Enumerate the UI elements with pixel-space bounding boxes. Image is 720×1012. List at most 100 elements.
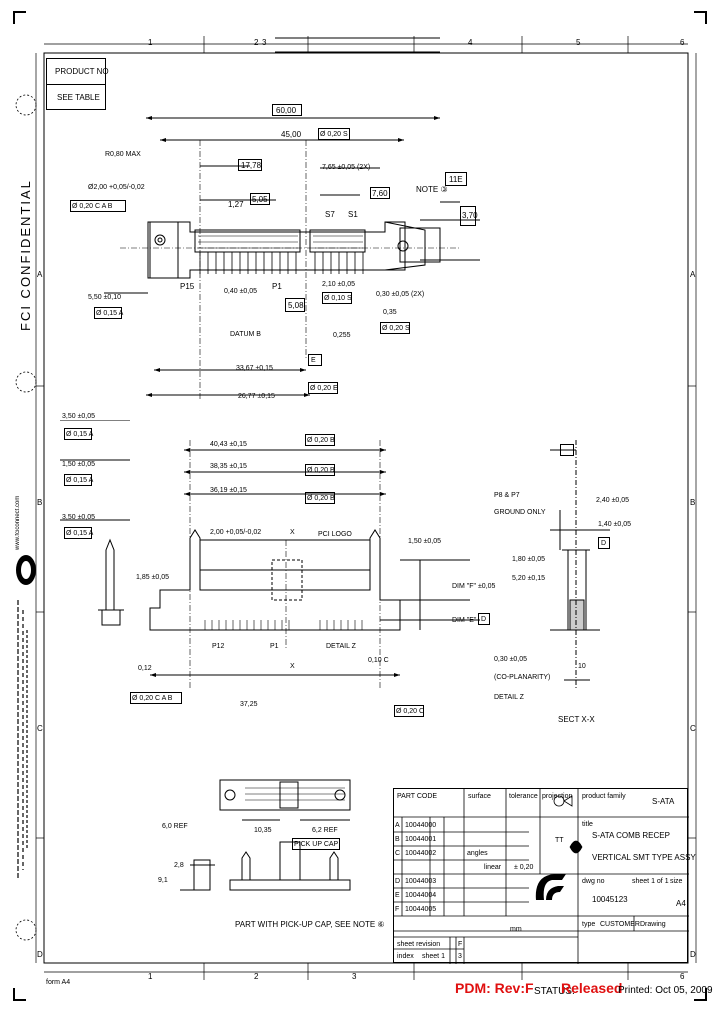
pickup-cap-box (292, 838, 340, 850)
row-label-c: C (37, 724, 43, 733)
dim-pos-020s-b: Ø 0,20 S (382, 325, 410, 332)
dim-550: 5,50 ±0,10 (88, 294, 122, 301)
row-label-right-a: A (690, 270, 696, 279)
dim-f: DIM "F" ±0,05 (452, 583, 496, 590)
fci-side-logo (16, 555, 36, 585)
row-b-code: 10044001 (405, 836, 437, 843)
row-c-id: C (395, 850, 401, 857)
col-label-5: 5 (576, 38, 581, 47)
dim-pos-020b-3: Ø 0,20 B (307, 495, 335, 502)
dim-pos-020e: Ø 0,20 E (310, 385, 338, 392)
datum-d-box (478, 613, 490, 625)
dim-box-top-total (272, 104, 302, 116)
dim-3367: 33,67 ±0,15 (236, 365, 273, 372)
ground-only-label: GROUND ONLY (494, 509, 546, 516)
section-view-drawing (550, 440, 610, 690)
dim-4043: 40,43 ±0,15 (210, 441, 247, 448)
index-label: index (397, 953, 414, 960)
fcf-f8 (394, 705, 424, 717)
dim-28: 2,8 (174, 862, 184, 869)
type-label: type (582, 921, 596, 928)
dim-150-front: 1,50 ±0,05 (408, 538, 442, 545)
fci-title-logo (535, 874, 566, 900)
section-x-bottom: X (290, 663, 295, 670)
see-table-label: SEE TABLE (57, 93, 100, 102)
dim-350-b: 3,50 ±0,05 (62, 514, 96, 521)
fcf-frame-4 (94, 307, 122, 319)
legal-notice-lines (17, 600, 28, 880)
sheet-row: sheet 1 (422, 953, 445, 960)
angles-label: angles (467, 850, 488, 857)
dim-45: 45,00 (281, 130, 302, 139)
hdr-part-code: PART CODE (397, 793, 438, 800)
col-label-1: 1 (148, 38, 153, 47)
fcf-f4 (64, 428, 92, 440)
title-label: title (582, 821, 593, 828)
drawing-label: Drawing (640, 921, 666, 928)
linear-value: ± 0,20 (514, 864, 534, 871)
label-p15: P15 (180, 282, 195, 291)
row-label-right-c: C (690, 724, 696, 733)
fcf-frame-1 (318, 128, 350, 140)
title-block: PART CODE surface tolerance projection p… (393, 788, 696, 964)
fcf-frame-2 (70, 200, 126, 212)
row-label-right-b: B (690, 498, 696, 507)
status-value: Released (561, 980, 623, 996)
rev-letter: F (458, 941, 463, 948)
row-label-b: B (37, 498, 43, 507)
fcf-f3 (305, 492, 335, 504)
fcf-f7 (130, 692, 182, 704)
form-label: form A4 (46, 979, 71, 986)
row-c-code: 10044002 (405, 850, 437, 857)
dim-210: 2,10 ±0,05 (322, 281, 356, 288)
dim-508: 5,08 (288, 301, 304, 310)
size-label: size (670, 878, 683, 885)
row-label-d: D (37, 950, 43, 959)
size-value: A4 (676, 899, 686, 908)
dim-10: 10 (578, 663, 586, 670)
hdr-tolerance: tolerance (509, 793, 538, 800)
dim-1778: 17,78 (241, 161, 262, 170)
note-3: NOTE ③ (416, 185, 448, 194)
row-d-code: 10044003 (405, 878, 437, 885)
hdr-projection: projection (542, 793, 573, 800)
row-f-id: F (395, 906, 400, 913)
dim-11e: 11E (449, 175, 463, 184)
confidential-watermark: FCI CONFIDENTIAL (18, 179, 33, 331)
printed-date: Printed: Oct 05, 2009 (618, 985, 713, 996)
dim-pos-020s: Ø 0,20 S (320, 131, 348, 138)
row-f-code: 10044005 (405, 906, 437, 913)
sheet-of-label: sheet 1 of 1 (632, 878, 669, 885)
dim-pos-015a-3: Ø 0,15 A (66, 530, 94, 537)
row-label-right-d: D (690, 950, 696, 959)
col-label-bottom-1: 1 (148, 972, 153, 981)
detail-z-label: DETAIL Z (326, 643, 356, 650)
fcf-frame-6 (308, 382, 338, 394)
dim-010c: 0,10 C (368, 657, 389, 664)
col-label-6: 6 (680, 38, 685, 47)
mm-label: mm (510, 926, 522, 933)
dim-pos-015a-2: Ø 0,15 A (66, 477, 94, 484)
dim-pos-015a-1: Ø 0,15 A (66, 431, 94, 438)
dim-370: 3,70 (462, 211, 478, 220)
dim-box-508 (285, 298, 305, 312)
label-p1-front: P1 (270, 643, 279, 650)
linear-label: linear (484, 864, 502, 871)
hdr-product-family: product family (582, 793, 626, 800)
dim-0255: 0,255 (333, 332, 351, 339)
section-title: SECT X-X (558, 715, 595, 724)
label-p12: P12 (212, 643, 225, 650)
detail-z-section: DETAIL Z (494, 694, 524, 701)
datum-d: D (481, 616, 487, 623)
dim-box-11e (445, 172, 467, 186)
dim-pos-010s: Ø 0,10 S (324, 295, 352, 302)
dim-185: 1,85 ±0,05 (136, 574, 170, 581)
dim-520: 5,20 ±0,15 (512, 575, 546, 582)
row-label-a: A (37, 270, 43, 279)
datum-e: E (311, 357, 316, 364)
status-label: STATUS: (534, 986, 575, 997)
pickup-cap-drawing (180, 779, 351, 891)
website-text: www.fciconnect.com (15, 495, 21, 550)
dim-035: 0,35 (383, 309, 397, 316)
